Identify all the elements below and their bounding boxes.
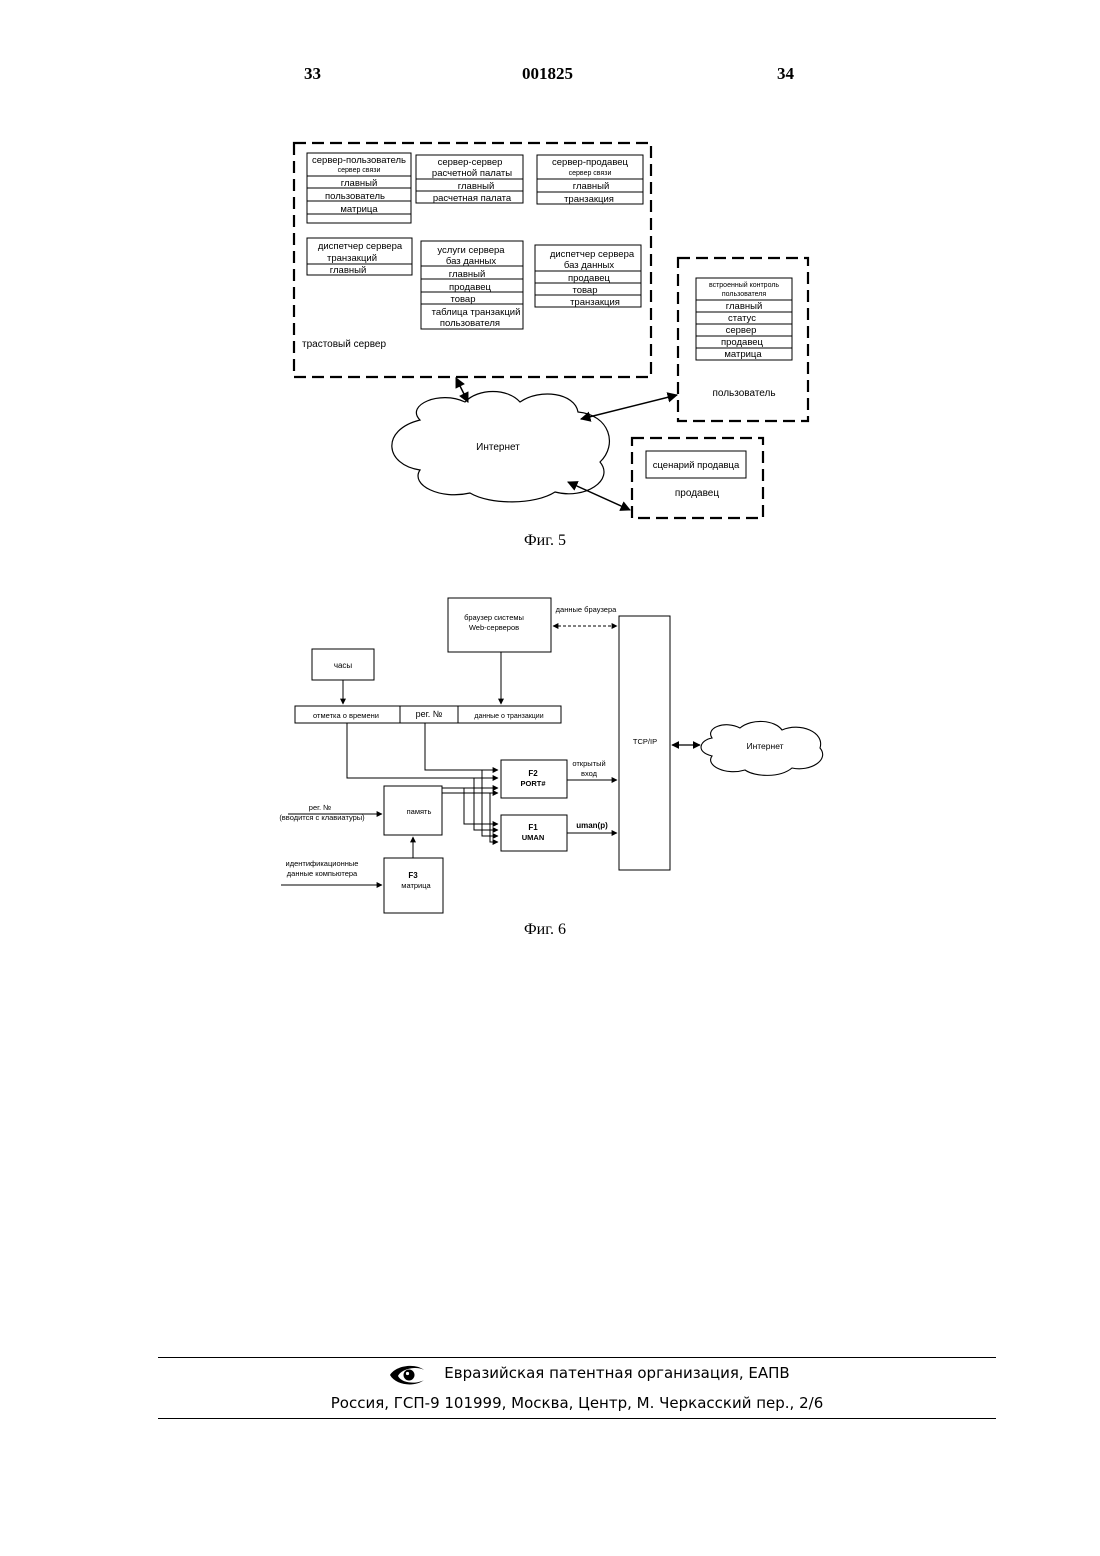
box-db-dispatcher-line-3: товар	[572, 285, 597, 296]
box-db-services-line-1: баз данных	[446, 256, 497, 267]
box-server-seller: сервер-продавец сервер связи главный тра…	[537, 155, 643, 205]
box-db-services-line-0: услуги сервера	[437, 245, 505, 256]
reg-no-label: рег. №	[416, 709, 443, 719]
internet-label: Интернет	[476, 442, 520, 453]
user-label: пользователь	[712, 388, 775, 399]
clock-label: часы	[334, 661, 353, 670]
box-transaction-dispatcher: диспетчер сервера транзакций главный	[307, 238, 412, 276]
box-user-control: встроенный контроль пользователя главный…	[696, 278, 792, 360]
box-transaction-dispatcher-line-1: транзакций	[327, 253, 377, 264]
box-db-dispatcher-line-1: баз данных	[564, 260, 615, 271]
wire-to-f1-b	[474, 778, 498, 830]
box-user-control-line-6: матрица	[724, 349, 762, 360]
box-server-server-line-3: расчетная палата	[433, 193, 512, 204]
box-db-dispatcher-line-2: продавец	[568, 273, 611, 284]
memory-label: память	[407, 807, 432, 816]
box-user-control-line-0: встроенный контроль	[709, 281, 779, 289]
footer-org: Евразийская патентная организация, ЕАПВ	[158, 1364, 996, 1382]
box-server-user-line-0: сервер-пользователь	[312, 155, 406, 166]
box-user-control-line-4: сервер	[726, 325, 757, 336]
box-db-dispatcher-line-0: диспетчер сервера	[550, 249, 635, 260]
browser-data-label: данные браузера	[556, 605, 617, 614]
f3-line-1: матрица	[401, 881, 431, 890]
computer-id-line-1: данные компьютера	[287, 869, 358, 878]
box-user-control-line-5: продавец	[721, 337, 764, 348]
footer-address: Россия, ГСП-9 101999, Москва, Центр, М. …	[158, 1394, 996, 1412]
box-db-dispatcher-line-4: транзакция	[570, 297, 620, 308]
figure-6-caption: Фиг. 6	[524, 921, 566, 939]
f3-line-0: F3	[408, 871, 418, 880]
reg-input-line-0: рег. №	[309, 803, 331, 812]
browser-line-1: Web-серверов	[469, 623, 519, 632]
tcpip-label: TCP/IP	[633, 737, 657, 746]
f1-line-0: F1	[528, 823, 538, 832]
f1-line-1: UMAN	[522, 833, 545, 842]
box-db-services-line-5: таблица транзакций	[432, 307, 521, 318]
box-server-server-line-1: расчетной палаты	[432, 168, 512, 179]
box-server-user-line-3: пользователь	[325, 191, 385, 202]
seller-script-label: сценарий продавца	[653, 460, 740, 471]
box-user-control-line-3: статус	[728, 313, 756, 324]
box-db-services: услуги сервера баз данных главный продав…	[421, 241, 523, 329]
uman-p-label: uman(p)	[576, 821, 608, 830]
box-server-server: сервер-сервер расчетной палаты главный р…	[416, 155, 523, 204]
box-user-control-line-1: пользователя	[722, 291, 767, 298]
box-server-server-line-2: главный	[458, 181, 495, 192]
f2-line-0: F2	[528, 769, 538, 778]
box-db-services-line-6: пользователя	[440, 318, 500, 329]
box-server-user-line-2: главный	[341, 178, 378, 189]
box-server-seller-line-1: сервер связи	[569, 170, 612, 177]
box-server-user: сервер-пользователь сервер связи главный…	[307, 153, 411, 223]
box-server-server-line-0: сервер-сервер	[438, 157, 503, 168]
figure-5-caption: Фиг. 5	[524, 532, 566, 550]
internet-label-fig6: Интернет	[746, 741, 783, 751]
browser-line-0: браузер системы	[464, 613, 524, 622]
connector-internet-seller	[568, 482, 630, 510]
box-server-seller-line-3: транзакция	[564, 194, 614, 205]
reg-input-line-1: (вводится с клавиатуры)	[279, 813, 365, 822]
figure-5-diagram: трастовый сервер сервер-пользователь сер…	[0, 0, 1100, 540]
transaction-data-label: данные о транзакции	[474, 713, 543, 720]
box-transaction-dispatcher-line-2: главный	[330, 265, 367, 276]
box-transaction-dispatcher-line-0: диспетчер сервера	[318, 241, 403, 252]
box-db-dispatcher: диспетчер сервера баз данных продавец то…	[535, 245, 641, 308]
figure-6-diagram: браузер системы Web-серверов данные брау…	[0, 580, 1100, 925]
connector-internet-user	[581, 395, 677, 419]
computer-id-line-0: идентификационные	[286, 859, 359, 868]
footer-divider-top	[158, 1357, 996, 1358]
f2-line-1: PORT#	[520, 779, 546, 788]
box-server-user-line-1: сервер связи	[338, 167, 381, 174]
wire-reg-f2	[425, 723, 498, 770]
box-db-services-line-2: главный	[449, 269, 486, 280]
box-server-user-line-4: матрица	[340, 204, 378, 215]
footer-divider-bottom	[158, 1418, 996, 1419]
seller-label: продавец	[675, 488, 719, 499]
open-input-line-0: открытый	[572, 759, 605, 768]
timestamp-label: отметка о времени	[313, 711, 379, 720]
box-user-control-line-2: главный	[726, 301, 763, 312]
box-db-services-line-3: продавец	[449, 282, 492, 293]
box-server-seller-line-2: главный	[573, 181, 610, 192]
open-input-line-1: вход	[581, 769, 598, 778]
trust-server-label: трастовый сервер	[302, 339, 386, 350]
box-server-seller-line-0: сервер-продавец	[552, 157, 629, 168]
connector-trust-internet	[456, 378, 468, 402]
wire-to-f1-d	[490, 793, 498, 842]
box-db-services-line-4: товар	[450, 294, 475, 305]
